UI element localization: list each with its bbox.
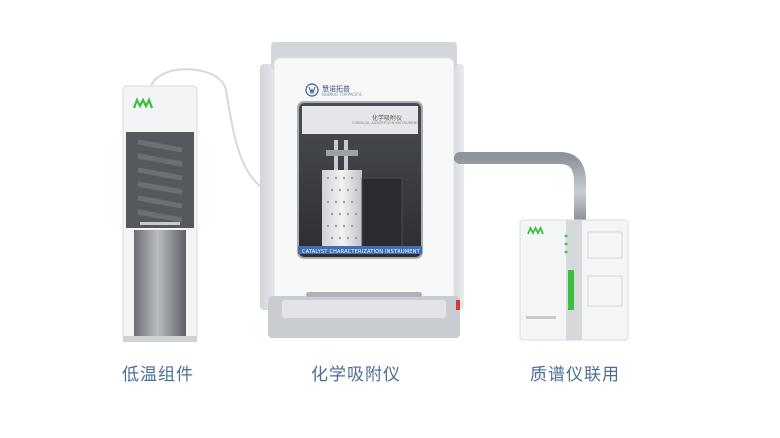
- coil-spring: [137, 139, 183, 223]
- caption-mass-spec: 质谱仪联用: [530, 365, 620, 385]
- low-temp-unit: [122, 85, 198, 342]
- mw-logo-icon: [527, 225, 544, 236]
- mass-spectrometer: [519, 219, 629, 341]
- ms-accent-stripe: [568, 270, 574, 310]
- brand-name-en: HUINUO TOPPACIFIC: [322, 92, 363, 97]
- dewar-cylinder: [134, 230, 186, 338]
- power-indicator: [456, 300, 460, 310]
- chemisorption-instrument: [260, 42, 464, 338]
- furnace-perforation: [326, 176, 358, 240]
- band-text: CATALYST CHARACTERIZATION INSTRUMENT: [302, 249, 420, 255]
- instrument-logo-icon: [305, 83, 319, 97]
- brand-name-cn: 慧诺拓普: [322, 85, 350, 93]
- ms-status-leds: [564, 234, 568, 254]
- connection-cable: [149, 68, 267, 191]
- instrument-blue-band: [298, 246, 422, 254]
- mw-logo-icon: [132, 97, 154, 109]
- furnace-cylinder: [322, 170, 362, 248]
- ms-connection-hose: [454, 152, 586, 232]
- window-label: 化学吸附仪: [372, 115, 403, 122]
- caption-low-temp-unit: 低温组件: [122, 365, 194, 385]
- low-temp-unit-label-strip: [140, 222, 180, 225]
- caption-chemisorption-instrument: 化学吸附仪: [311, 365, 401, 385]
- window-sublabel: CHEMICAL ADSORPTION INSTRUMENT: [352, 121, 419, 125]
- instrument-handle: [306, 292, 422, 297]
